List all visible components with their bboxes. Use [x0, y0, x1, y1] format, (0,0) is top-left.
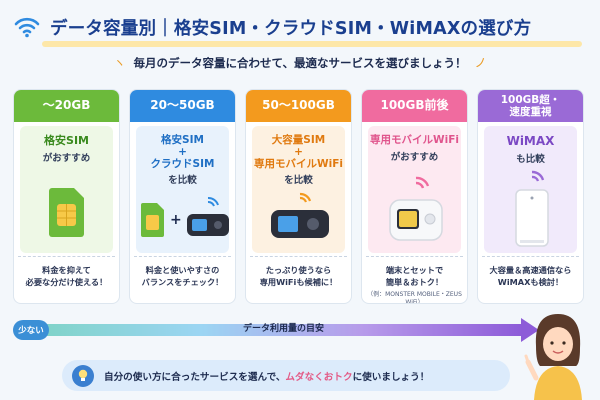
card-note-line: 料金と使いやすさの: [145, 265, 220, 275]
card-about-100gb: 100GB前後 専用モバイルWiFi がおすすめ 端末とセットで 簡単＆おトク！…: [361, 89, 468, 304]
bottom-tip-text: 自分の使い方に合ったサービスを選んで、ムダなくおトクに使いましょう！: [104, 369, 429, 383]
card-note-line: たっぷり使うなら: [265, 265, 332, 275]
card-note: 大容量＆高速通信なら WiMAXも検討！: [482, 256, 579, 289]
card-50-100gb: 50〜100GB 大容量SIM + 専用モバイルWiFi を比較 たっぷり使うな…: [245, 89, 352, 304]
card-note-line: 端末とセットで: [385, 265, 444, 275]
card-recommend: を比較: [284, 175, 313, 187]
card-note: 料金を抑えて 必要な分だけ使える！: [18, 256, 115, 289]
home-router-icon: [515, 170, 549, 247]
service-cards: 〜20GB 格安SIM がおすすめ 料金を抑えて 必要な分だけ使える！ 20〜5…: [13, 89, 587, 304]
card-note-line: 簡単＆おトク！: [385, 276, 444, 287]
card-range: 50〜100GB: [246, 90, 351, 122]
page-title: データ容量別｜格安SIM・クラウドSIM・WiMAXの選び方: [50, 18, 532, 39]
card-range: 100GB超・ 速度重視: [478, 90, 583, 122]
card-service-name: 格安SIM + クラウドSIM: [150, 134, 215, 171]
card-service-name: 大容量SIM + 専用モバイルWiFi: [254, 134, 343, 171]
arrow-label: データ利用量の目安: [243, 324, 325, 334]
card-recommend: がおすすめ: [390, 152, 439, 164]
title-row: データ容量別｜格安SIM・クラウドSIM・WiMAXの選び方: [14, 13, 531, 41]
card-range: 〜20GB: [14, 90, 119, 122]
arrow-head-icon: [521, 318, 539, 342]
tip-after: に使いましょう！: [352, 371, 430, 383]
card-service-name: 専用モバイルWiFi: [370, 134, 459, 146]
sparkle-icon: ヽ: [113, 56, 126, 70]
card-under-20gb: 〜20GB 格安SIM がおすすめ 料金を抑えて 必要な分だけ使える！: [13, 89, 120, 304]
bottom-tip: 自分の使い方に合ったサービスを選んで、ムダなくおトクに使いましょう！: [62, 360, 510, 391]
card-over-100gb: 100GB超・ 速度重視 WiMAX も比較 大容量＆高速通信なら WiMAXも…: [477, 89, 584, 304]
gradient-arrow-bar: [41, 324, 523, 336]
mobile-wifi-icon: [389, 176, 443, 241]
card-recommend: も比較: [516, 154, 545, 165]
subtitle-row: ヽ 毎月のデータ容量に合わせて、最適なサービスを選びましょう！ ノ: [0, 55, 600, 71]
card-note: 料金と使いやすさの バランスをチェック！: [134, 256, 231, 289]
wifi-icon: [14, 17, 40, 38]
page-subtitle: 毎月のデータ容量に合わせて、最適なサービスを選びましょう！: [133, 56, 467, 70]
sparkle-icon: ノ: [474, 56, 487, 70]
tip-before: 自分の使い方に合ったサービスを選んで、: [104, 371, 286, 383]
usage-arrow: 少ない データ利用量の目安: [13, 317, 543, 343]
router-icon: [187, 197, 229, 236]
start-label: 少ない: [13, 320, 49, 340]
card-example: （例：MONSTER MOBILE・ZEUS WiFi）: [367, 290, 462, 304]
card-recommend: がおすすめ: [42, 152, 91, 164]
sim-card-icon: [49, 188, 84, 237]
card-note-line: 料金を抑えて: [42, 265, 91, 275]
pocket-wifi-icon: [271, 192, 329, 238]
card-note-line: バランスをチェック！: [141, 276, 224, 287]
plus-icon: +: [170, 212, 182, 228]
card-note-line: 専用WiFiも候補に！: [259, 276, 338, 287]
card-service-name: 格安SIM: [44, 134, 89, 147]
sim-card-icon: [141, 203, 164, 237]
tip-highlight: ムダなくおトク: [285, 371, 353, 383]
card-range: 20〜50GB: [130, 90, 235, 122]
card-note: 端末とセットで 簡単＆おトク！ （例：MONSTER MOBILE・ZEUS W…: [366, 256, 463, 304]
card-recommend: を比較: [168, 175, 197, 187]
lightbulb-icon: [72, 364, 94, 387]
pointing-person-illustration: [524, 314, 582, 400]
title-underline: [42, 41, 582, 47]
card-service-name: WiMAX: [506, 134, 555, 148]
card-note-line: 必要な分だけ使える！: [25, 276, 108, 287]
card-note-line: 大容量＆高速通信なら: [489, 265, 572, 275]
card-note-line: WiMAXも検討！: [497, 276, 564, 287]
card-note: たっぷり使うなら 専用WiFiも候補に！: [250, 256, 347, 289]
card-range: 100GB前後: [362, 90, 467, 122]
card-20-50gb: 20〜50GB 格安SIM + クラウドSIM を比較 + 料金と使: [129, 89, 236, 304]
